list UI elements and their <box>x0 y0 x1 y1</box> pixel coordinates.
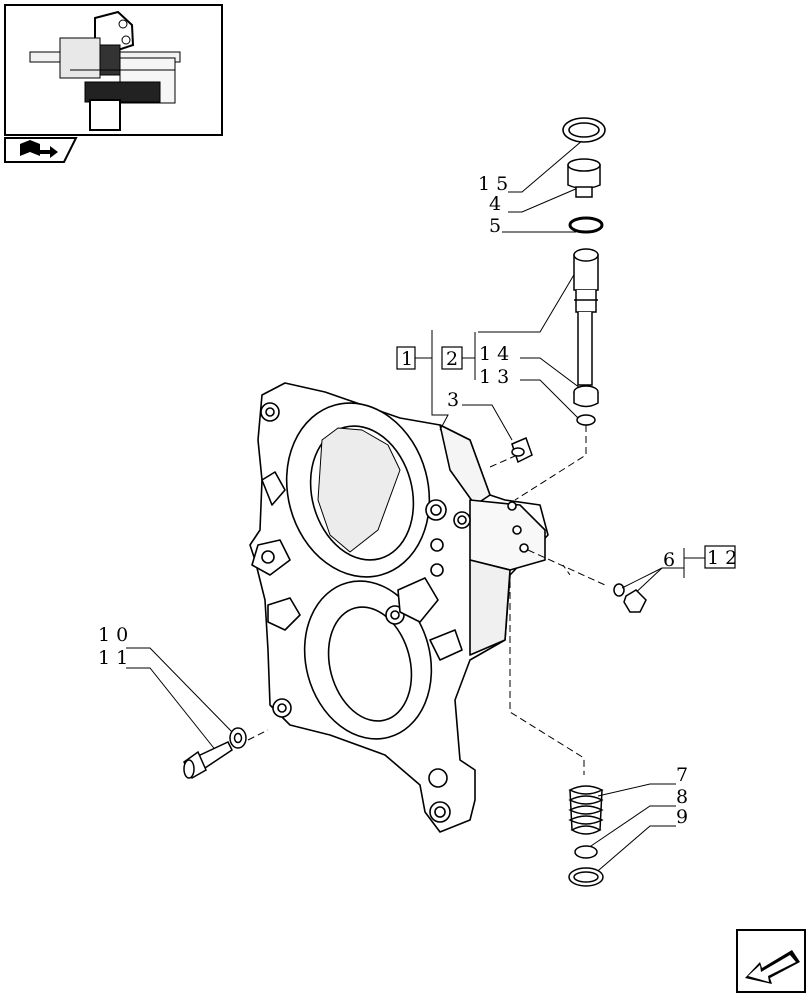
o-ring-13 <box>576 414 596 426</box>
callout-1: 1 <box>401 348 413 370</box>
callout-4: 4 <box>489 193 501 215</box>
section-tab[interactable] <box>4 137 78 163</box>
callout-11: 1 1 <box>98 647 128 669</box>
bolt-10 <box>183 741 233 780</box>
callout-12: 1 2 <box>707 547 737 569</box>
bushing-3 <box>511 436 533 464</box>
book-arrow-icon <box>20 140 58 158</box>
callout-box-2 <box>441 346 463 370</box>
callout-10: 1 0 <box>98 624 128 646</box>
plug-4 <box>567 158 601 198</box>
callout-5: 5 <box>489 215 501 237</box>
circlip-9 <box>568 867 604 887</box>
callout-2: 2 <box>446 348 458 370</box>
retaining-ring-15 <box>562 117 606 143</box>
callout-6: 6 <box>663 549 675 571</box>
callout-box-1 <box>396 346 416 370</box>
callout-3: 3 <box>447 389 459 411</box>
callout-13: 1 3 <box>479 366 509 388</box>
callout-7: 7 <box>676 764 688 786</box>
callout-9: 9 <box>676 806 688 828</box>
callout-box-12 <box>704 545 736 569</box>
next-page-arrow-icon <box>745 950 800 984</box>
o-ring-6 <box>613 583 625 597</box>
callout-14: 1 4 <box>479 343 509 365</box>
valve-spool <box>573 248 599 386</box>
o-ring-5 <box>568 216 604 234</box>
plug-12 <box>623 589 647 613</box>
seal-14 <box>573 385 599 408</box>
spring-7 <box>568 785 604 835</box>
transmission-section-thumbnail-icon <box>29 10 181 131</box>
gearbox-housing <box>249 382 549 833</box>
callout-8: 8 <box>676 786 688 808</box>
overview-thumbnail[interactable] <box>4 4 223 136</box>
callout-15: 1 5 <box>478 173 508 195</box>
next-page-button[interactable] <box>736 929 806 993</box>
washer-11 <box>229 727 247 749</box>
washer-8 <box>574 845 598 859</box>
leader-lines <box>126 139 705 877</box>
